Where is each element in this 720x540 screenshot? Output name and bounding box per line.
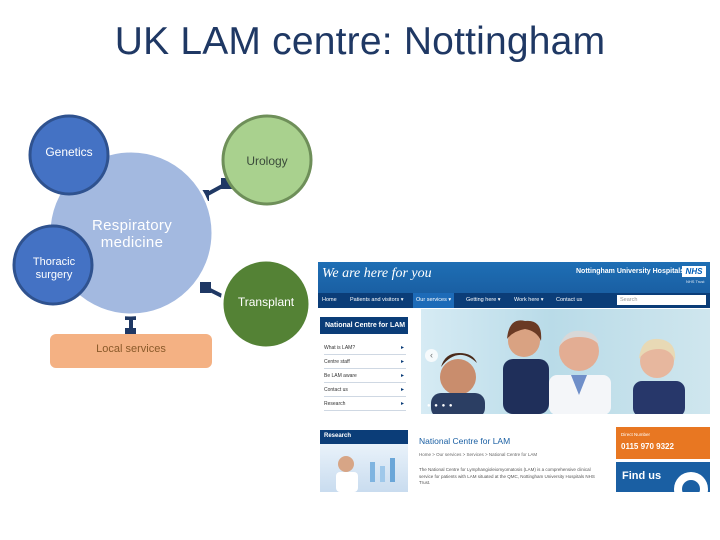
breadcrumb: Home > Our services > Services > Nationa… [419, 452, 538, 457]
urology-label: Urology [246, 154, 288, 168]
main-body-text: The National Centre for Lymphangioleiomy… [419, 467, 595, 486]
carousel-dots-icon: ● ● ● ● [427, 403, 454, 409]
lab-illustration [336, 456, 395, 492]
main-title: National Centre for LAM [419, 436, 511, 446]
staff-photo-illustration [431, 320, 685, 414]
nav-contact: Contact us [556, 297, 583, 303]
chevron-right-icon: ▸ [400, 387, 404, 393]
local-node [50, 334, 212, 368]
thoracic-node [12, 224, 94, 306]
chevron-left-icon: ‹ [425, 349, 438, 362]
contact-phone: 0115 970 9322 [621, 442, 674, 451]
find-us-panel: Find us [616, 462, 710, 492]
research-title: Research [324, 433, 352, 439]
respiratory-label: Respiratory medicine [92, 217, 172, 252]
sidebar-link: Contact us ▸ [324, 384, 406, 397]
chevron-right-icon: ▸ [400, 373, 404, 379]
nav-getting-here: Getting here ▾ [466, 297, 501, 303]
transplant-node [220, 258, 312, 350]
sidebar-link-label: Research [324, 401, 346, 407]
staff-photo: ‹ ● ● ● ● [421, 309, 710, 414]
sidebar-link-label: Be LAM aware [324, 373, 357, 379]
sidebar-link: Centre staff ▸ [324, 356, 406, 369]
chevron-right-icon: ▸ [400, 345, 404, 351]
nav-patients: Patients and visitors ▾ [350, 297, 404, 303]
sidebar-link-label: Centre staff [324, 359, 350, 365]
location-icon [674, 472, 708, 492]
urology-node [221, 114, 313, 206]
find-us-label: Find us [622, 470, 662, 482]
sidebar-link: Research ▸ [324, 398, 406, 411]
nav-work-here: Work here ▾ [514, 297, 544, 303]
slide-title: UK LAM centre: Nottingham [114, 20, 606, 63]
site-search: Search [617, 295, 706, 305]
site-organisation: Nottingham University Hospitals [576, 268, 685, 275]
research-image [320, 444, 408, 492]
local-label: Local services [96, 343, 166, 355]
nhs-logo: NHS [682, 266, 706, 277]
nav-home: Home [322, 297, 337, 303]
research-panel: Research [320, 430, 408, 492]
connector-transplant-cap1 [200, 282, 211, 293]
chevron-right-icon: ▸ [400, 401, 404, 407]
genetics-node [28, 114, 110, 196]
sidebar-link-label: Contact us [324, 387, 348, 393]
genetics-label: Genetics [45, 145, 93, 159]
nav-our-services: Our services ▾ [413, 293, 455, 308]
chevron-right-icon: ▸ [400, 359, 404, 365]
transplant-label: Transplant [237, 295, 295, 309]
nhs-trust-label: NHS Trust [686, 279, 705, 284]
sidebar-link: Be LAM aware ▸ [324, 370, 406, 383]
sidebar-link: What is LAM? ▸ [324, 342, 406, 355]
contact-label: Direct Number [621, 432, 651, 437]
site-nav: Home Patients and visitors ▾ Our service… [318, 293, 710, 308]
website-screenshot: We are here for you Nottingham Universit… [318, 262, 710, 492]
sidebar-link-label: What is LAM? [324, 345, 356, 351]
thoracic-label: Thoracic surgery [32, 256, 76, 281]
contact-panel: Direct Number 0115 970 9322 [616, 427, 710, 459]
site-header: We are here for you Nottingham Universit… [318, 262, 710, 293]
site-tagline: We are here for you [322, 266, 432, 281]
sidebar-title: National Centre for LAM [320, 317, 408, 334]
